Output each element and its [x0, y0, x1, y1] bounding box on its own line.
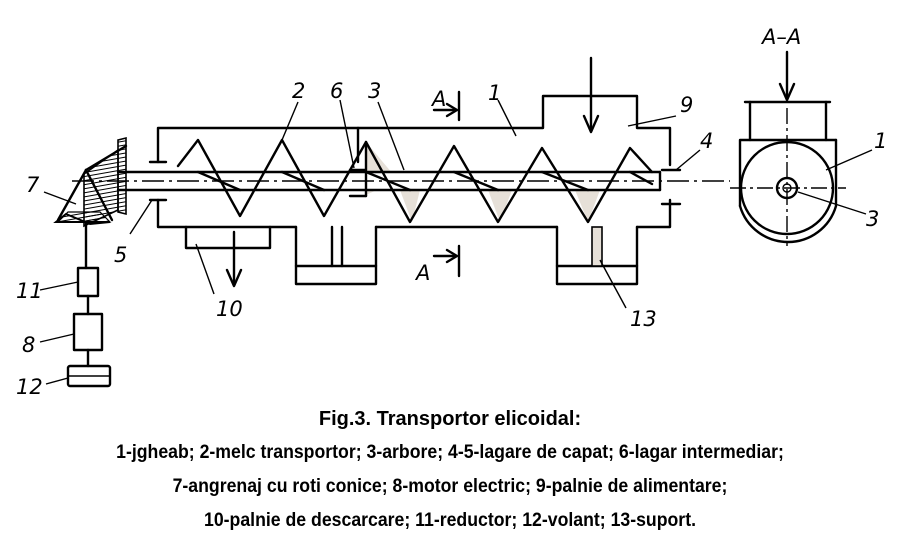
caption-line-2: 7-angrenaj cu roti conice; 8-motor elect… — [172, 476, 728, 497]
label-1-section: 1 — [874, 129, 887, 153]
label-3-section: 3 — [866, 207, 879, 231]
section-view-title: A–A — [760, 25, 801, 49]
label-3: 3 — [368, 79, 381, 103]
label-12: 12 — [16, 375, 43, 399]
label-7: 7 — [26, 173, 40, 197]
caption-line-1: 1-jgheab; 2-melc transportor; 3-arbore; … — [116, 442, 784, 463]
intermediate-bearing-6 — [348, 168, 368, 198]
label-2: 2 — [292, 79, 305, 103]
label-6: 6 — [330, 79, 343, 103]
label-10: 10 — [216, 297, 243, 321]
section-view-a-a — [730, 50, 846, 246]
feed-arrow — [582, 56, 600, 134]
support-left — [294, 225, 378, 286]
screw-conveyor-diagram: 1 1 2 3 3 4 5 6 7 8 9 10 11 12 13 A A A–… — [16, 25, 887, 399]
label-5: 5 — [114, 243, 127, 267]
caption-line-3: 10-palnie de descarcare; 11-reductor; 12… — [204, 510, 696, 531]
section-label-top: A — [430, 87, 446, 111]
label-13: 13 — [630, 307, 657, 331]
leader-lines — [39, 99, 873, 385]
screw-flight — [176, 138, 654, 224]
support-right — [555, 225, 639, 286]
drive-train — [66, 220, 112, 388]
section-label-bottom: A — [414, 261, 430, 285]
section-mark-top — [432, 90, 461, 122]
discharge-hopper — [184, 225, 272, 288]
figure-caption: Fig.3. Transportor elicoidal: 1-jgheab; … — [0, 400, 900, 538]
section-mark-bottom — [432, 244, 461, 278]
label-11: 11 — [16, 279, 43, 303]
number-labels: 1 1 2 3 3 4 5 6 7 8 9 10 11 12 13 A A A–… — [16, 25, 887, 399]
bevel-gear — [53, 136, 128, 228]
label-1: 1 — [488, 81, 501, 105]
label-4: 4 — [700, 129, 713, 153]
end-bearing-5 — [148, 160, 168, 202]
end-bearing-4 — [660, 168, 682, 206]
label-8: 8 — [22, 333, 35, 357]
label-9: 9 — [680, 93, 693, 117]
caption-title: Fig.3. Transportor elicoidal: — [318, 408, 582, 430]
